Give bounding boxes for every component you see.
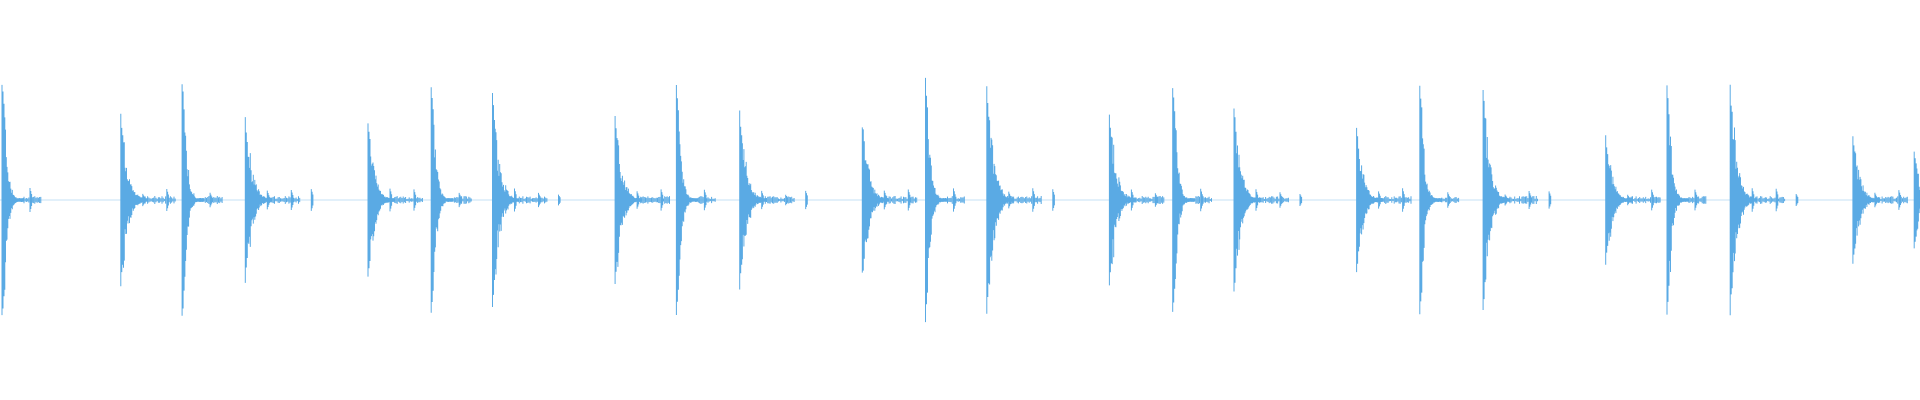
waveform-hit — [1233, 108, 1303, 292]
waveform-hit — [675, 85, 716, 315]
waveform-hit — [430, 87, 472, 313]
waveform-hit — [181, 84, 223, 316]
waveform-hit-path — [1666, 85, 1707, 315]
waveform-hit-path — [367, 123, 437, 277]
waveform-hit — [492, 93, 561, 307]
waveform-hit-path — [1356, 127, 1425, 273]
waveform-hit-path — [986, 86, 1055, 314]
waveform-hit-path — [614, 116, 684, 284]
waveform-hit — [1605, 135, 1674, 265]
waveform-hit-path — [1482, 90, 1552, 310]
waveform-hit — [120, 113, 189, 287]
waveform-hit-path — [1233, 108, 1303, 292]
waveform-hit — [1356, 127, 1425, 273]
waveform-hit — [925, 77, 965, 323]
waveform-hit-path — [1913, 151, 1920, 249]
waveform-hit — [614, 116, 684, 284]
waveform-hit-path — [1172, 88, 1212, 312]
waveform-hits — [1, 77, 1920, 323]
waveform-hit-path — [1, 84, 42, 316]
waveform-hit — [986, 86, 1055, 314]
waveform-hit — [1419, 85, 1460, 315]
waveform-hit — [1913, 151, 1920, 249]
waveform-hit — [1729, 84, 1799, 316]
waveform-hit-path — [1108, 114, 1178, 286]
waveform-hit — [367, 123, 437, 277]
waveform-hit-path — [492, 93, 561, 307]
waveform-hit-path — [739, 110, 808, 290]
waveform-hit — [1, 84, 42, 316]
waveform-hit — [861, 127, 931, 273]
waveform-hit-path — [925, 77, 965, 323]
waveform-hit-path — [181, 84, 223, 316]
waveform-hit-path — [1729, 84, 1799, 316]
waveform-hit-path — [1419, 85, 1460, 315]
waveform-hit — [244, 117, 314, 283]
waveform-hit-path — [1852, 136, 1908, 264]
waveform-hit-path — [244, 117, 314, 283]
waveform-hit — [1172, 88, 1212, 312]
waveform-hit — [1108, 114, 1178, 286]
waveform-hit-path — [1605, 135, 1674, 265]
waveform-hit-path — [861, 127, 931, 273]
waveform-hit-path — [675, 85, 716, 315]
waveform-hit-path — [430, 87, 472, 313]
waveform-hit — [1852, 136, 1908, 264]
waveform-hit — [1482, 90, 1552, 310]
waveform-hit — [1666, 85, 1707, 315]
waveform-hit-path — [120, 113, 189, 287]
waveform-hit — [739, 110, 808, 290]
